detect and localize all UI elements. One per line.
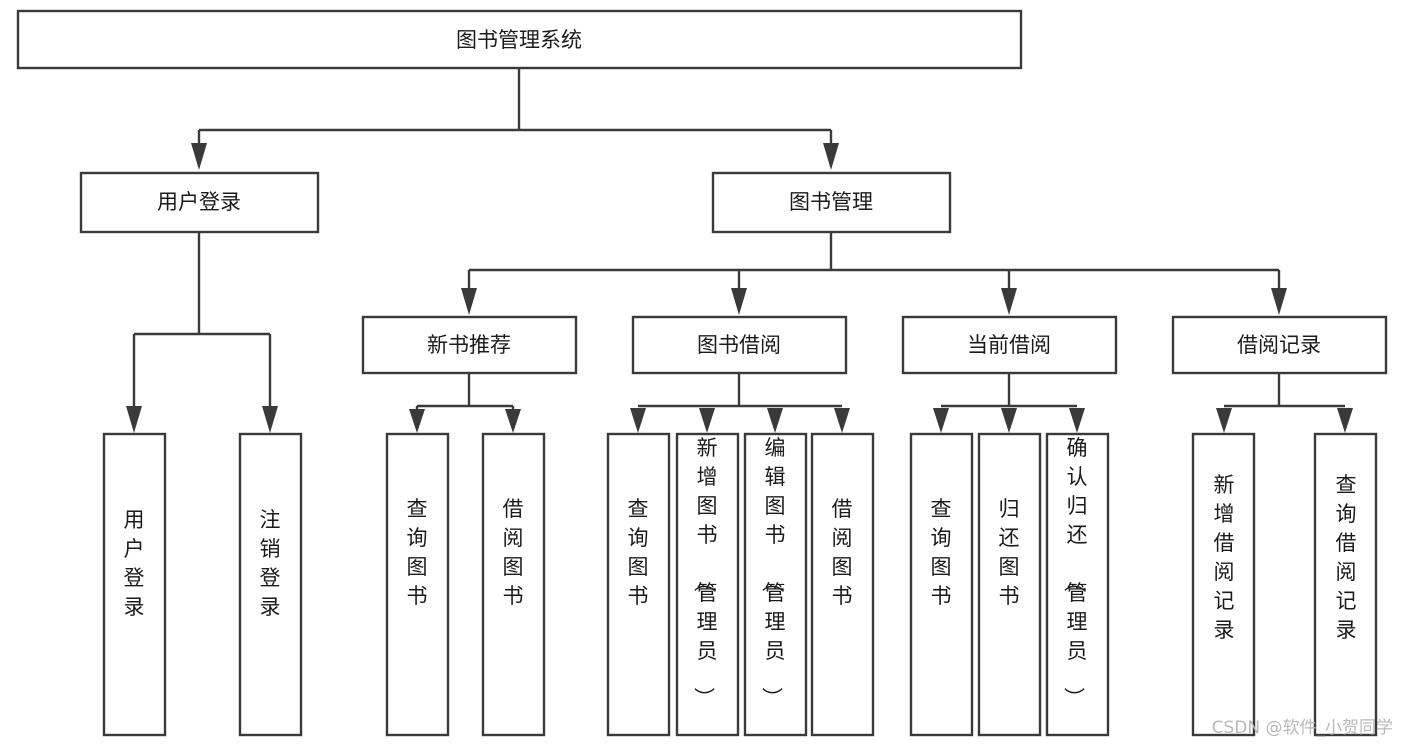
leaf-current-confirm-return-admin-label: 确认归还（管理员） (1062, 436, 1088, 708)
leaf-current-query-book[interactable]: 查询图书 (909, 432, 974, 737)
connectors-group (126, 68, 1353, 433)
leaf-user-login-logout-label: 注销登录 (260, 508, 281, 619)
leaf-record-query-record-label: 查询借阅记录 (1336, 473, 1357, 642)
leaf-borrow-add-book-admin[interactable]: 新增图书（管理员） (675, 432, 740, 737)
node-root-system-box[interactable] (16, 9, 1023, 70)
leaf-borrow-edit-book-admin-label: 编辑图书（管理员） (760, 436, 786, 708)
arrow-to-current-leaf-1 (933, 408, 949, 433)
node-root-system[interactable]: 图书管理系统 (16, 9, 1023, 70)
leaf-borrow-add-book-admin-box[interactable] (675, 432, 740, 737)
arrow-to-borrow-record (1271, 288, 1287, 315)
arrow-to-new-book-recommend (461, 288, 477, 315)
leaf-record-query-record-box[interactable] (1313, 432, 1378, 737)
leaf-recommend-query-book[interactable]: 查询图书 (385, 432, 450, 737)
node-book-borrow-box[interactable] (631, 315, 848, 375)
node-book-manage-label: 图书管理 (789, 190, 873, 214)
node-user-login[interactable]: 用户登录 (79, 171, 320, 234)
leaf-current-confirm-return-admin[interactable]: 确认归还（管理员） (1045, 432, 1110, 737)
arrow-to-borrow-leaf-4 (834, 408, 850, 433)
leaf-recommend-query-book-label: 查询图书 (407, 497, 428, 608)
leaf-recommend-borrow-book-label: 借阅图书 (503, 497, 524, 608)
node-current-borrow-box[interactable] (901, 315, 1118, 375)
leaf-current-confirm-return-admin-box[interactable] (1045, 432, 1110, 737)
leaf-recommend-query-book-box[interactable] (385, 432, 450, 737)
arrow-to-recommend-leaf-1 (409, 409, 425, 433)
leaf-user-login-logout-box[interactable] (238, 432, 303, 737)
node-borrow-record[interactable]: 借阅记录 (1171, 315, 1388, 375)
arrow-to-book-borrow (731, 288, 747, 315)
csdn-watermark: CSDN @软件_小贺同学 (1212, 718, 1393, 738)
node-borrow-record-label: 借阅记录 (1237, 333, 1321, 357)
leaf-current-query-book-box[interactable] (909, 432, 974, 737)
leaf-borrow-query-book-label: 查询图书 (628, 497, 649, 608)
leaf-recommend-borrow-book-box[interactable] (481, 432, 546, 737)
leaf-user-login-login[interactable]: 用户登录 (102, 432, 167, 737)
node-root-system-label: 图书管理系统 (456, 28, 582, 52)
leaf-borrow-add-book-admin-label: 新增图书（管理员） (692, 436, 718, 708)
arrow-to-borrow-leaf-2 (699, 408, 715, 433)
arrow-to-book-manage (823, 143, 839, 170)
leaf-user-login-logout[interactable]: 注销登录 (238, 432, 303, 737)
leaf-user-login-login-label: 用户登录 (124, 508, 145, 619)
node-book-borrow-label: 图书借阅 (697, 333, 781, 357)
node-new-book-recommend-label: 新书推荐 (427, 333, 511, 357)
node-new-book-recommend-box[interactable] (361, 315, 578, 375)
leaf-recommend-borrow-book[interactable]: 借阅图书 (481, 432, 546, 737)
leaf-record-query-record[interactable]: 查询借阅记录 (1313, 432, 1378, 737)
node-book-manage-box[interactable] (711, 171, 952, 234)
arrow-to-borrow-leaf-1 (630, 408, 646, 433)
node-borrow-record-box[interactable] (1171, 315, 1388, 375)
leaf-borrow-borrow-book[interactable]: 借阅图书 (810, 432, 875, 737)
node-book-borrow[interactable]: 图书借阅 (631, 315, 848, 375)
leaf-borrow-borrow-book-box[interactable] (810, 432, 875, 737)
arrow-to-current-leaf-2 (1001, 408, 1017, 433)
arrow-to-borrow-leaf-3 (767, 408, 783, 433)
arrow-to-current-borrow (1001, 288, 1017, 315)
leaf-borrow-query-book[interactable]: 查询图书 (606, 432, 671, 737)
leaf-borrow-query-book-box[interactable] (606, 432, 671, 737)
leaf-borrow-edit-book-admin-box[interactable] (743, 432, 808, 737)
node-current-borrow-label: 当前借阅 (967, 333, 1051, 357)
arrow-to-leaf-logout (262, 406, 278, 433)
arrow-to-recommend-leaf-2 (505, 409, 521, 433)
leaf-record-add-record-label: 新增借阅记录 (1214, 473, 1235, 642)
node-current-borrow[interactable]: 当前借阅 (901, 315, 1118, 375)
arrow-to-current-leaf-3 (1069, 408, 1085, 433)
leaf-record-add-record-box[interactable] (1191, 432, 1256, 737)
node-new-book-recommend[interactable]: 新书推荐 (361, 315, 578, 375)
leaf-record-add-record[interactable]: 新增借阅记录 (1191, 432, 1256, 737)
leaf-borrow-borrow-book-label: 借阅图书 (832, 497, 853, 608)
arrow-to-leaf-user-login (126, 406, 142, 433)
arrow-to-user-login (191, 143, 207, 170)
arrow-to-record-leaf-1 (1216, 408, 1232, 433)
node-user-login-box[interactable] (79, 171, 320, 234)
node-book-manage[interactable]: 图书管理 (711, 171, 952, 234)
leaf-current-return-book-box[interactable] (977, 432, 1042, 737)
leaf-current-return-book[interactable]: 归还图书 (977, 432, 1042, 737)
leaf-borrow-edit-book-admin[interactable]: 编辑图书（管理员） (743, 432, 808, 737)
arrow-to-record-leaf-2 (1337, 408, 1353, 433)
leaf-current-return-book-label: 归还图书 (999, 497, 1020, 608)
node-user-login-label: 用户登录 (157, 190, 241, 214)
leaf-user-login-login-box[interactable] (102, 432, 167, 737)
leaf-current-query-book-label: 查询图书 (931, 497, 952, 608)
